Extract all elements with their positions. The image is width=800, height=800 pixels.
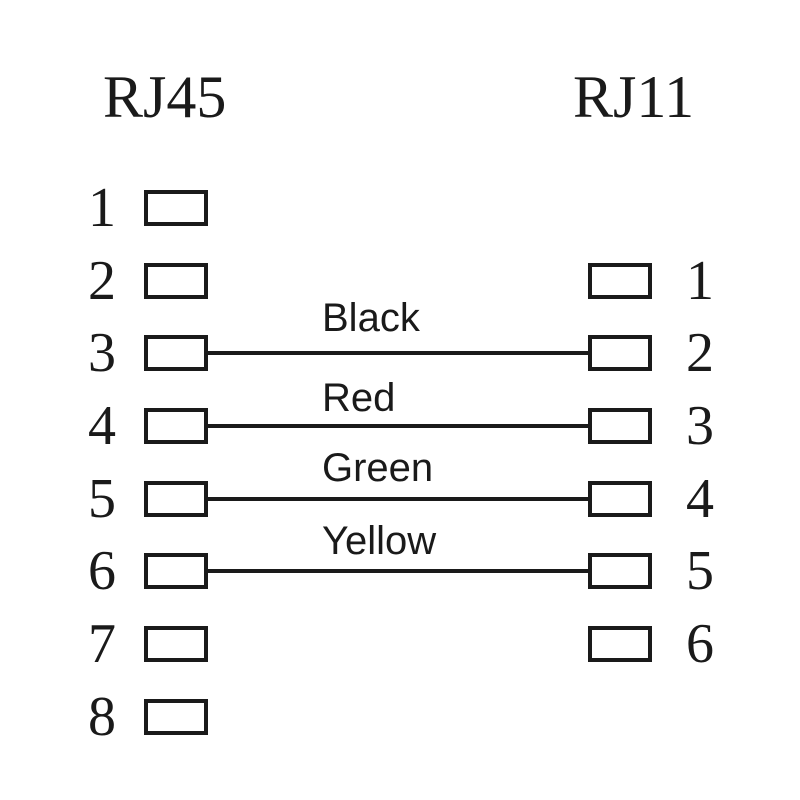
rj45-title: RJ45: [103, 64, 227, 130]
rj45-pin-2-number: 2: [88, 250, 116, 312]
rj45-pin-7-number: 7: [88, 613, 116, 675]
rj11-pin-5-box: [588, 553, 652, 589]
rj45-pin-4-number: 4: [88, 395, 116, 457]
rj45-pin-5-number: 5: [88, 468, 116, 530]
rj11-pin-4-box: [588, 481, 652, 517]
wire-label-green: Green: [322, 446, 434, 490]
rj11-pin-5-number: 5: [686, 540, 714, 602]
rj45-pin-6-box: [144, 553, 208, 589]
rj45-pin-4-box: [144, 408, 208, 444]
rj45-pin-1-box: [144, 190, 208, 226]
rj11-pin-4-number: 4: [686, 468, 714, 530]
rj45-pin-7-box: [144, 626, 208, 662]
rj45-pin-1-number: 1: [88, 177, 116, 239]
wire-black: [208, 351, 588, 355]
rj11-pin-2-box: [588, 335, 652, 371]
rj45-pin-3-box: [144, 335, 208, 371]
rj11-pin-3-box: [588, 408, 652, 444]
rj45-pin-3-number: 3: [88, 322, 116, 384]
rj45-pin-5-box: [144, 481, 208, 517]
rj11-pin-1-box: [588, 263, 652, 299]
wire-green: [208, 497, 588, 501]
wire-label-yellow: Yellow: [322, 519, 437, 563]
rj11-pin-3-number: 3: [686, 395, 714, 457]
rj45-pin-6-number: 6: [88, 540, 116, 602]
wire-label-red: Red: [322, 376, 396, 420]
rj45-pin-2-box: [144, 263, 208, 299]
rj11-pin-6-box: [588, 626, 652, 662]
rj45-pin-8-number: 8: [88, 686, 116, 748]
rj45-pin-8-box: [144, 699, 208, 735]
wire-red: [208, 424, 588, 428]
wire-label-black: Black: [322, 296, 420, 340]
rj11-pin-6-number: 6: [686, 613, 714, 675]
rj11-title: RJ11: [573, 64, 695, 130]
rj11-pin-1-number: 1: [686, 250, 714, 312]
wire-yellow: [208, 569, 588, 573]
rj11-pin-2-number: 2: [686, 322, 714, 384]
